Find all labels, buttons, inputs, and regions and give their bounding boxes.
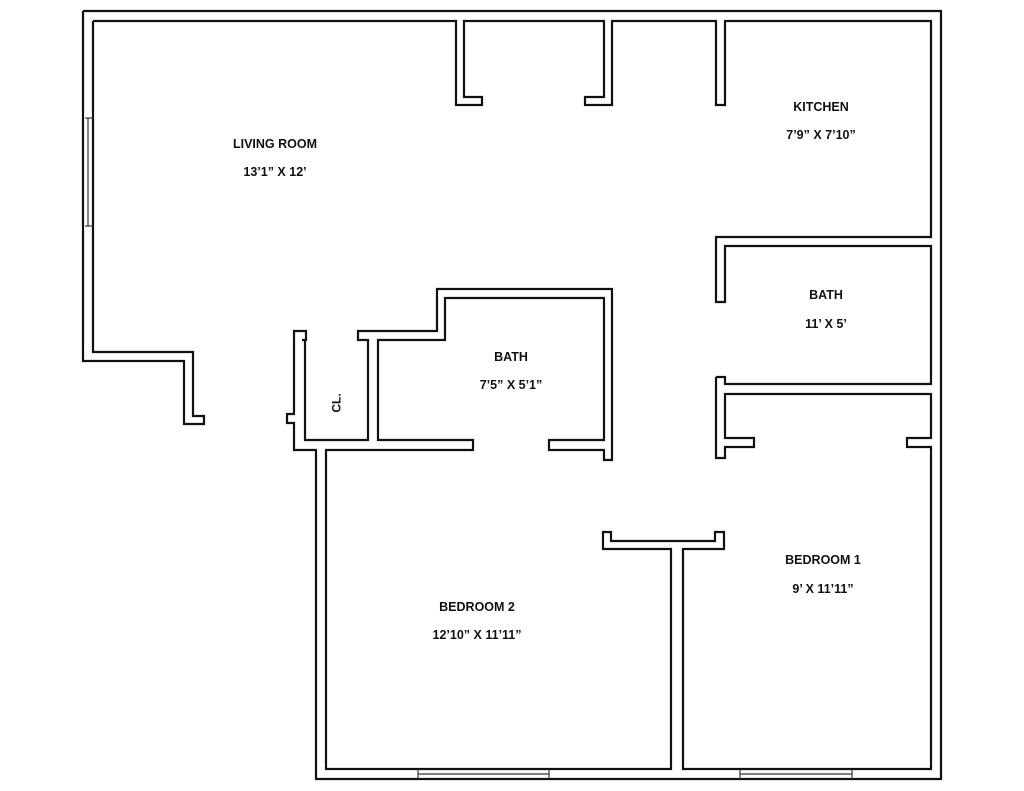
center-bath-dimensions: 7’5” X 5’1” (479, 378, 543, 392)
bedroom-1-dimensions: 9’ X 11’11” (792, 582, 854, 596)
window-living-room (85, 117, 93, 227)
closet-label: CL. (329, 393, 344, 413)
window-bedroom-2 (417, 769, 550, 779)
hall-bath-dimensions: 11’ X 5’ (805, 317, 847, 331)
bedroom-1-walls (303, 287, 933, 771)
kitchen-dimensions: 7’9” X 7’10” (786, 128, 856, 142)
center-bath-label: BATH (494, 350, 528, 364)
window-bedroom-1 (739, 769, 853, 779)
living-room-label: LIVING ROOM (232, 137, 318, 151)
hall-bath-label: BATH (809, 288, 843, 302)
exterior-wall-left (81, 11, 206, 426)
exterior-wall-outer (83, 9, 943, 781)
living-room-dimensions: 13’1” X 12’ (243, 165, 307, 179)
living-room-top-wall (93, 19, 933, 386)
kitchen-label: KITCHEN (793, 100, 849, 114)
bedroom-2-label: BEDROOM 2 (439, 600, 515, 614)
bedroom-2-dimensions: 12’10” X 11’11” (432, 628, 522, 642)
bedroom-1-label: BEDROOM 1 (785, 553, 861, 567)
